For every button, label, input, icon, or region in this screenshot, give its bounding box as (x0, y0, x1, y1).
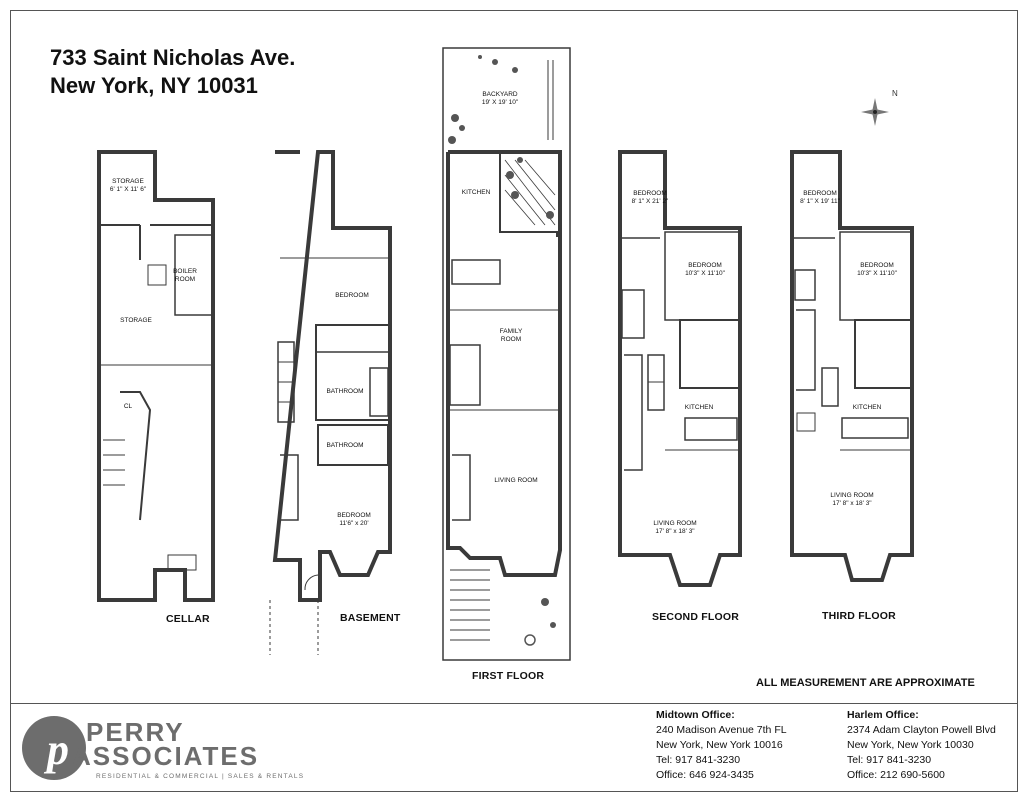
office-line: Office: 646 924-3435 (656, 769, 754, 781)
office-line: Tel: 917 841-3230 (656, 754, 741, 766)
address-city: New York, NY 10031 (50, 73, 258, 98)
basement-plan (269, 150, 392, 655)
address-street: 733 Saint Nicholas Ave. (50, 45, 296, 70)
office-line: Tel: 917 841-3230 (847, 754, 932, 766)
office-line: New York, New York 10030 (847, 739, 974, 751)
office-line: Office: 212 690-5600 (847, 769, 945, 781)
harlem-office: Harlem Office: 2374 Adam Clayton Powell … (847, 708, 996, 783)
room-label: STORAGE (120, 317, 152, 324)
room-label: KITCHEN (684, 404, 714, 411)
page-frame (10, 10, 1018, 792)
midtown-office: Midtown Office: 240 Madison Avenue 7th F… (656, 708, 787, 783)
office-line: 240 Madison Avenue 7th FL (656, 724, 787, 736)
room-label: KITCHEN (852, 404, 882, 411)
room-label: KITCHEN (461, 189, 491, 196)
room-label: CL (123, 403, 133, 410)
floor-label-cellar: CELLAR (166, 613, 210, 625)
floor-label-first: FIRST FLOOR (472, 670, 545, 682)
room-label: BATHROOM (326, 388, 364, 395)
logo-letter: p (43, 725, 69, 774)
office-line: 2374 Adam Clayton Powell Blvd (847, 724, 996, 736)
perry-associates-logo: p PERRY ASSOCIATES RESIDENTIAL & COMMERC… (22, 716, 304, 780)
backyard-plants (448, 55, 556, 646)
footer-divider (10, 703, 1018, 704)
compass-icon (861, 98, 889, 126)
room-label: LIVING ROOM (494, 477, 538, 484)
floor-label-basement: BASEMENT (340, 612, 401, 624)
floor-label-third: THIRD FLOOR (822, 610, 896, 622)
logo-tagline: RESIDENTIAL & COMMERCIAL | SALES & RENTA… (96, 773, 304, 780)
room-label: BATHROOM (326, 442, 364, 449)
room-label: BEDROOM (335, 292, 369, 299)
office-title: Harlem Office: (847, 709, 919, 721)
second-floor-plan (618, 150, 742, 587)
measurement-note: ALL MEASUREMENT ARE APPROXIMATE (756, 677, 975, 689)
floor-label-second: SECOND FLOOR (652, 611, 739, 623)
office-title: Midtown Office: (656, 709, 735, 721)
logo-name-top: PERRY (86, 717, 185, 747)
cellar-plan (97, 150, 215, 602)
property-address: 733 Saint Nicholas Ave. New York, NY 100… (50, 44, 295, 100)
compass-label: N (892, 89, 898, 98)
office-line: New York, New York 10016 (656, 739, 783, 751)
third-floor-plan (790, 150, 914, 582)
first-floor-plan (442, 47, 571, 661)
logo-name-bottom: ASSOCIATES (72, 741, 259, 771)
